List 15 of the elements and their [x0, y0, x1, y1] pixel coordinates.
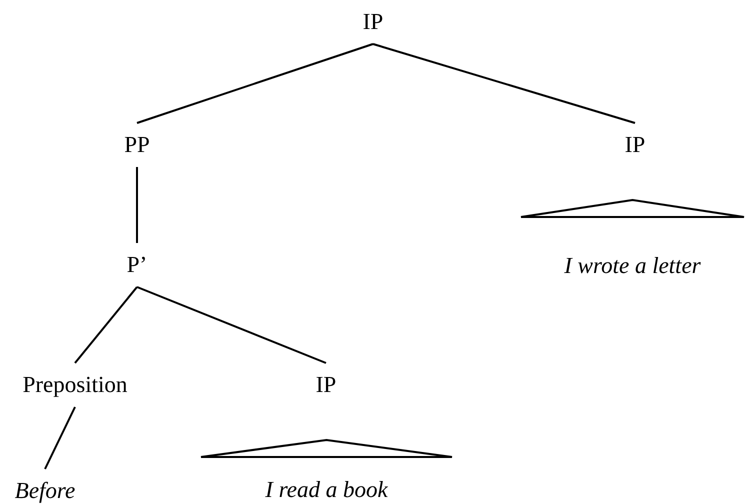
- phrase-text: I read a book: [264, 476, 389, 504]
- branch-line: [136, 286, 326, 364]
- category-label: IP: [314, 371, 338, 399]
- branch-line: [74, 286, 138, 364]
- phrase-text: Before: [14, 477, 76, 504]
- category-label: IP: [624, 131, 646, 159]
- category-label: IP: [362, 8, 384, 36]
- branch-line: [372, 43, 636, 124]
- category-label: PP: [123, 131, 151, 159]
- branch-line: [136, 167, 138, 243]
- branch-line: [136, 43, 374, 124]
- phrase-text: I wrote a letter: [563, 252, 702, 280]
- category-label: Preposition: [22, 371, 128, 399]
- branch-line: [44, 406, 76, 470]
- category-label: P’: [126, 251, 148, 279]
